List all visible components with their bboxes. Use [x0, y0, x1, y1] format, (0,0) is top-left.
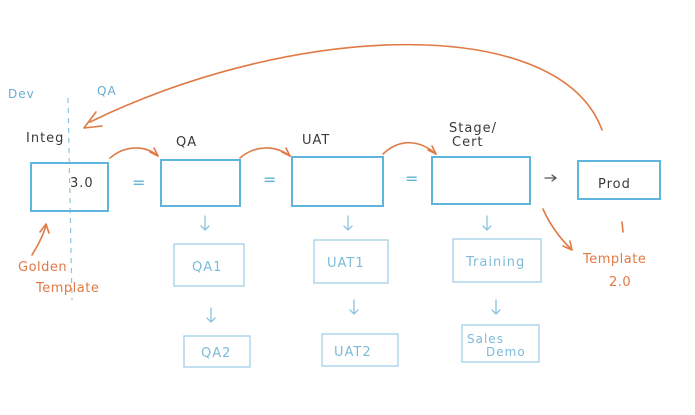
- template-label-line2: 2.0: [609, 275, 631, 290]
- dev-qa-divider: [67, 97, 73, 301]
- equals-2: =: [263, 170, 276, 189]
- integ-version: 3.0: [70, 176, 94, 191]
- uat1-label: UAT1: [327, 256, 365, 271]
- sales-label-line2: Demo: [486, 345, 526, 359]
- template-label-line1: Template: [582, 252, 646, 267]
- dev-label: Dev: [8, 87, 35, 101]
- arrow-uat-uat1: [343, 215, 353, 231]
- uat2-label: UAT2: [334, 345, 372, 360]
- golden-label-line2: Template: [35, 281, 99, 296]
- arrow-stage-prod: [544, 174, 558, 182]
- uat2-box: [321, 333, 399, 367]
- arrow-uat-stage: [382, 142, 437, 155]
- arrow-qa-uat-head: [281, 147, 291, 157]
- equals-3: =: [405, 169, 418, 188]
- sales-demo-box: [461, 324, 540, 363]
- qa1-label: QA1: [192, 260, 222, 275]
- arrow-training-sales: [491, 299, 501, 315]
- qa-box: [160, 159, 241, 207]
- arrow-qa-qa1: [200, 215, 210, 231]
- qa1-box: [173, 243, 245, 287]
- uat-box: [291, 156, 384, 207]
- golden-arrow: [31, 225, 47, 256]
- golden-label-line1: Golden: [18, 260, 67, 275]
- arrow-qa1-qa2: [206, 307, 216, 323]
- training-label: Training: [465, 255, 525, 270]
- arrow-integ-qa-head: [149, 147, 159, 157]
- qa2-label: QA2: [201, 346, 231, 361]
- uat-label: UAT: [302, 133, 330, 148]
- stage-label-line1: Stage/: [449, 121, 497, 136]
- arrow-uat-stage-head: [427, 145, 437, 155]
- golden-arrow-head: [39, 223, 50, 234]
- uat1-box: [313, 239, 389, 284]
- arrow-uat1-uat2: [349, 299, 359, 315]
- qa-zone-label: QA: [97, 84, 117, 98]
- qa2-box: [183, 335, 251, 368]
- qa-label: QA: [176, 135, 197, 150]
- training-box: [452, 238, 542, 283]
- stage-box: [431, 156, 531, 205]
- return-arrow-head: [83, 111, 103, 129]
- template-arrow-head: [562, 240, 573, 251]
- integ-box: [30, 162, 109, 212]
- equals-1: =: [132, 173, 145, 192]
- arrow-stage-training: [482, 215, 492, 231]
- prod-label: Prod: [598, 177, 631, 192]
- integ-label: Integ: [26, 131, 64, 146]
- stage-label-line2: Cert: [452, 135, 484, 150]
- prod-box: [577, 160, 661, 200]
- prod-tick: [621, 221, 624, 233]
- template-arrow: [542, 208, 571, 249]
- return-arrow: [89, 43, 603, 131]
- sales-label-line1: Sales: [467, 332, 504, 346]
